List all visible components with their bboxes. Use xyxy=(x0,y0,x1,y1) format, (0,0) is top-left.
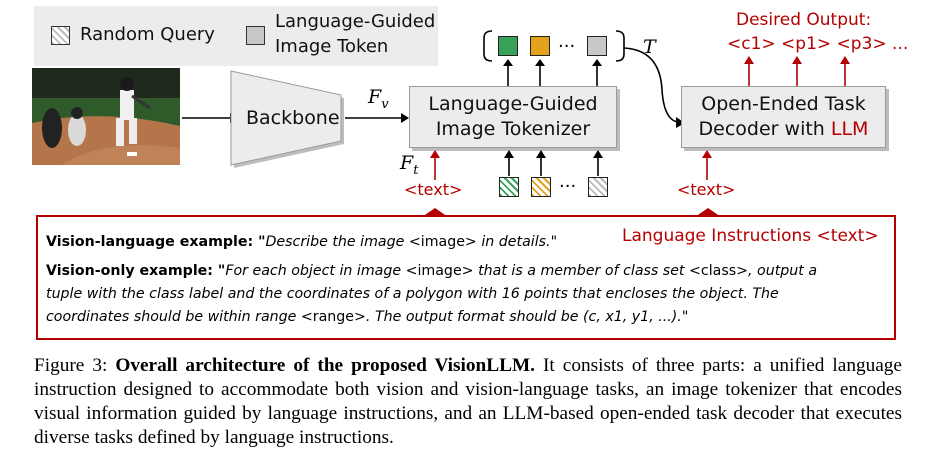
desired-output-tokens: <c1> <p1> <p3> ... xyxy=(727,34,909,54)
tokenizer-label-line2: Image Tokenizer xyxy=(435,118,591,140)
token-ellipsis-top: ··· xyxy=(558,36,576,57)
image-token-swatch xyxy=(246,26,265,45)
legend: Random Query Language-Guided Image Token xyxy=(34,6,438,66)
backbone-block xyxy=(230,70,344,168)
output-token-arrows xyxy=(483,30,625,86)
backbone-label: Backbone xyxy=(246,107,340,129)
query-token-arrows xyxy=(504,150,603,176)
task-decoder-block: Open-Ended Task Decoder with LLM xyxy=(681,86,886,148)
vision-language-example: Vision-language example: "Describe the i… xyxy=(46,234,558,250)
random-query-label: Random Query xyxy=(80,24,215,45)
instruction-notch-right xyxy=(695,208,721,217)
t-label: T xyxy=(643,36,656,58)
random-query-green xyxy=(499,177,519,197)
text-tag-left: <text> xyxy=(404,180,463,199)
image-token-gray xyxy=(587,36,607,56)
vision-only-example-line3: coordinates should be within range <rang… xyxy=(46,309,689,325)
image-token-label-line2: Image Token xyxy=(275,36,389,57)
desired-output-title: Desired Output: xyxy=(736,10,872,30)
random-query-swatch xyxy=(51,26,70,45)
decoder-label-line1: Open-Ended Task xyxy=(701,93,866,115)
text-tag-right: <text> xyxy=(677,180,736,199)
image-tokenizer-block: Language-Guided Image Tokenizer xyxy=(409,86,617,148)
image-token-yellow xyxy=(530,36,550,56)
arrow-tokens-to-decoder xyxy=(623,47,685,128)
random-query-gray xyxy=(588,177,608,197)
vision-only-example-line1: Vision-only example: "For each object in… xyxy=(46,263,818,279)
figure-caption: Figure 3: Overall architecture of the pr… xyxy=(34,355,902,448)
image-token-label-line1: Language-Guided xyxy=(275,11,436,32)
language-instructions-box: Language Instructions <text> Vision-lang… xyxy=(36,215,896,340)
arrow-backbone-to-tokenizer xyxy=(345,113,409,123)
input-image xyxy=(32,68,180,165)
decoder-label-line2: Decoder with LLM xyxy=(698,118,869,140)
arrow-text-to-decoder xyxy=(702,150,712,180)
random-query-yellow xyxy=(531,177,551,197)
decoder-output-arrows xyxy=(744,56,850,86)
image-token-green xyxy=(498,36,518,56)
arrow-text-to-tokenizer xyxy=(430,150,440,180)
token-ellipsis-bottom: ··· xyxy=(559,176,577,197)
tokenizer-label-line1: Language-Guided xyxy=(428,93,598,115)
ft-label: Ft xyxy=(400,152,419,178)
instructions-heading: Language Instructions <text> xyxy=(622,226,879,246)
fv-label: Fv xyxy=(368,86,389,112)
vision-only-example-line2: tuple with the class label and the coord… xyxy=(46,286,779,302)
instruction-notch-left xyxy=(422,208,448,217)
llm-label: LLM xyxy=(830,118,869,140)
